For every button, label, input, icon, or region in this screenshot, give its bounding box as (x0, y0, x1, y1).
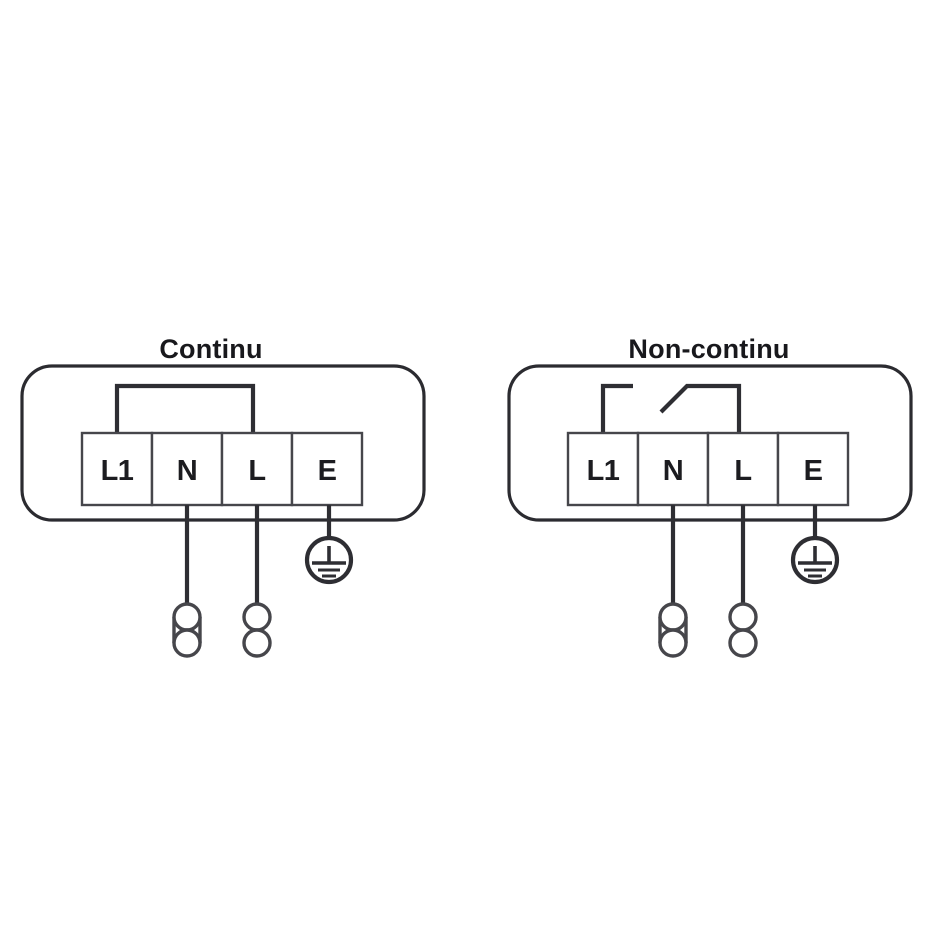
diagram-title-continu: Continu (159, 334, 262, 364)
switch-link-left-contact (600, 383, 633, 433)
connector-l (242, 602, 272, 658)
diagram-title-non-continu: Non-continu (628, 334, 789, 364)
connector-n-pin-bottom (172, 628, 202, 658)
connector-n-pin-top (172, 602, 202, 632)
terminal-label-n: N (177, 455, 197, 487)
diagram-non-continu: Non-continu L1 N L E (507, 334, 913, 658)
terminal-label-n: N (663, 455, 683, 487)
terminal-label-l: L (248, 455, 265, 487)
diagram-continu: Continu L1 N L E (20, 334, 426, 658)
connector-n-pin-bottom (658, 628, 688, 658)
connector-n (658, 602, 688, 658)
terminal-label-l1: L1 (101, 455, 134, 487)
connector-l-pin-top (728, 602, 758, 632)
terminal-cell-l[interactable] (220, 431, 294, 507)
terminal-block: L1 N L E (566, 431, 850, 507)
jumper-link-wire (114, 383, 256, 433)
connector-n (172, 602, 202, 658)
connector-l-pin-bottom (242, 628, 272, 658)
terminal-label-l1: L1 (587, 455, 620, 487)
connector-l-pin-bottom (728, 628, 758, 658)
switch-link-blade (659, 383, 742, 433)
terminal-label-e: E (318, 455, 337, 487)
terminal-label-e: E (804, 455, 823, 487)
terminal-block: L1 N L E (80, 431, 364, 507)
connector-n-pin-top (658, 602, 688, 632)
terminal-label-l: L (734, 455, 751, 487)
earth-ground-icon (304, 535, 354, 585)
terminal-cell-e[interactable] (776, 431, 850, 507)
terminal-cell-l1[interactable] (80, 431, 154, 507)
connector-l-pin-top (242, 602, 272, 632)
earth-ground-icon (790, 535, 840, 585)
connector-l (728, 602, 758, 658)
